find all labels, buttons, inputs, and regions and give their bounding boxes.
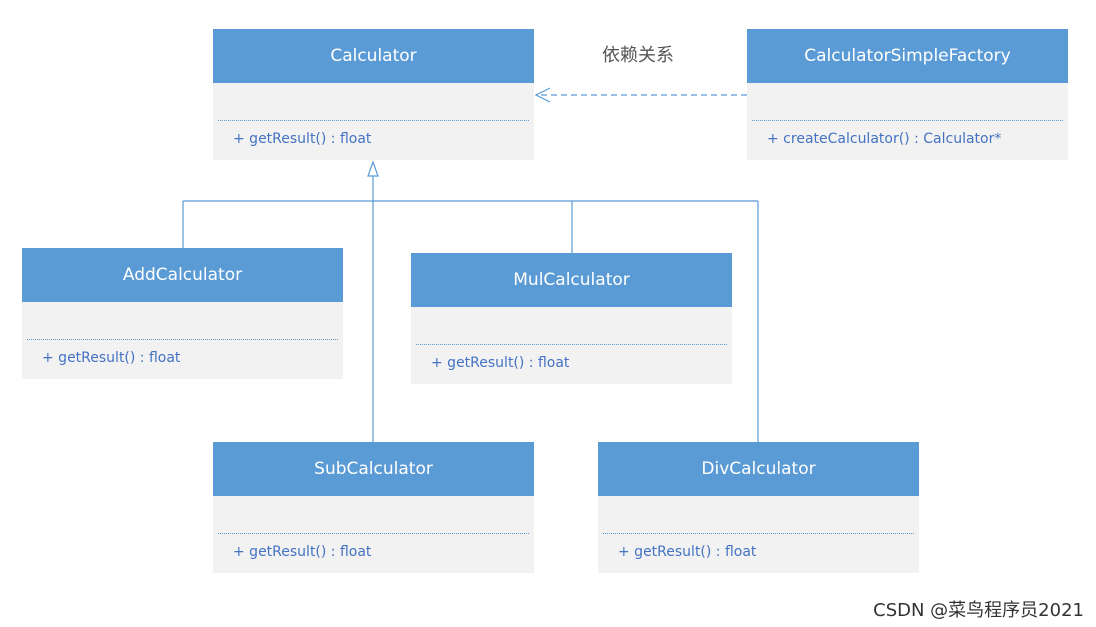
- class-name: Calculator: [213, 29, 534, 83]
- method: + createCalculator() : Calculator*: [767, 131, 1002, 147]
- compartment-divider: [416, 344, 727, 345]
- class-sub-calculator[interactable]: SubCalculator + getResult() : float: [213, 442, 534, 573]
- dependency-label: 依赖关系: [602, 45, 674, 66]
- class-body: + getResult() : float: [213, 496, 534, 566]
- class-name: CalculatorSimpleFactory: [747, 29, 1068, 83]
- class-div-calculator[interactable]: DivCalculator + getResult() : float: [598, 442, 919, 573]
- method: + getResult() : float: [42, 350, 181, 366]
- watermark: CSDN @菜鸟程序员2021: [873, 600, 1084, 621]
- compartment-divider: [27, 339, 338, 340]
- class-name: DivCalculator: [598, 442, 919, 496]
- method: + getResult() : float: [618, 544, 757, 560]
- class-body: + getResult() : float: [22, 302, 343, 372]
- compartment-divider: [603, 533, 914, 534]
- class-add-calculator[interactable]: AddCalculator + getResult() : float: [22, 248, 343, 379]
- class-body: + getResult() : float: [411, 307, 732, 377]
- compartment-divider: [218, 120, 529, 121]
- class-mul-calculator[interactable]: MulCalculator + getResult() : float: [411, 253, 732, 384]
- class-body: + getResult() : float: [598, 496, 919, 566]
- compartment-divider: [218, 533, 529, 534]
- method: + getResult() : float: [233, 131, 372, 147]
- class-body: + createCalculator() : Calculator*: [747, 83, 1068, 153]
- dependency-arrowhead: [534, 87, 551, 103]
- class-calculator[interactable]: Calculator + getResult() : float: [213, 29, 534, 160]
- inheritance-arrowhead: [367, 160, 379, 177]
- class-calculator-simple-factory[interactable]: CalculatorSimpleFactory + createCalculat…: [747, 29, 1068, 160]
- compartment-divider: [752, 120, 1063, 121]
- class-name: SubCalculator: [213, 442, 534, 496]
- class-name: AddCalculator: [22, 248, 343, 302]
- method: + getResult() : float: [233, 544, 372, 560]
- method: + getResult() : float: [431, 355, 570, 371]
- class-body: + getResult() : float: [213, 83, 534, 153]
- class-name: MulCalculator: [411, 253, 732, 307]
